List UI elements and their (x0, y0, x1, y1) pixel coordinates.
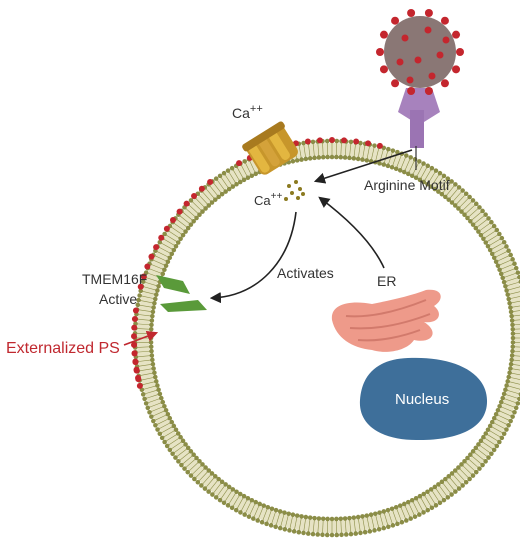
arginine-motif-label: Arginine Motif (364, 177, 450, 193)
nucleus-label: Nucleus (395, 391, 449, 408)
cell-membrane (133, 139, 520, 538)
tmem16f-label: TMEM16F (82, 271, 147, 287)
tmem16f-scramblase-icon (156, 275, 207, 312)
ca-inner-label: Ca++ (254, 191, 282, 208)
calcium-ions (284, 180, 305, 201)
tmem16f-active-label: Active (99, 291, 137, 307)
arrow-ca-activates-tmem (212, 212, 296, 298)
externalized-ps-label: Externalized PS (6, 340, 120, 357)
er-label: ER (377, 273, 396, 289)
er-icon (332, 290, 441, 352)
ca-top-label: Ca++ (232, 103, 263, 121)
activates-label: Activates (277, 265, 334, 281)
virus-icon (376, 9, 464, 148)
arrow-er-to-ca (320, 198, 384, 268)
